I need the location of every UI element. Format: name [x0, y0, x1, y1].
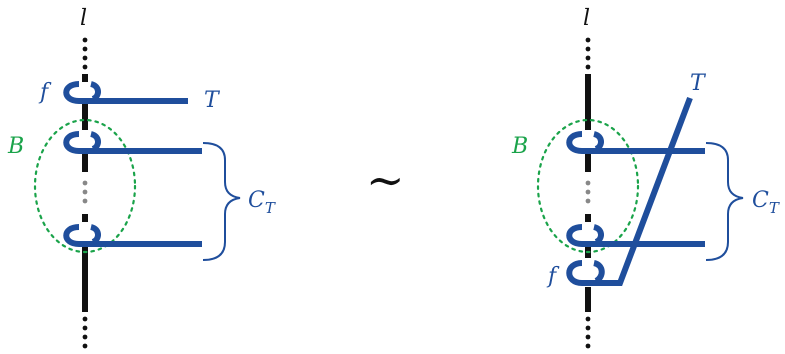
right-bottom-dots	[585, 316, 591, 349]
right-T-label: T	[690, 71, 707, 96]
left-f-label: f	[38, 80, 52, 105]
left-B-label: B	[7, 134, 24, 159]
right-CT-label: CT	[752, 188, 780, 217]
left-panel: l B	[7, 6, 276, 349]
right-middle-dots	[585, 180, 591, 204]
right-line-label: l	[583, 6, 590, 31]
right-brace	[705, 142, 744, 261]
equivalence-symbol: ∼	[366, 153, 405, 207]
left-middle-dots	[82, 180, 88, 204]
left-T-label: T	[204, 88, 221, 113]
left-brace	[202, 142, 241, 261]
right-ball-B	[536, 118, 640, 254]
left-ball-B	[33, 118, 137, 254]
left-clasper-f	[63, 81, 188, 104]
right-clasper-top	[566, 131, 705, 154]
right-top-dots	[585, 37, 591, 70]
right-panel: l B	[511, 6, 780, 349]
left-clasper-top	[63, 131, 202, 154]
left-top-dots	[82, 37, 88, 70]
left-CT-label: CT	[248, 188, 276, 217]
left-clasper-bottom	[63, 224, 202, 247]
right-B-label: B	[511, 134, 528, 159]
right-clasper-bottom	[566, 224, 705, 247]
left-bottom-dots	[82, 316, 88, 349]
right-f-label: f	[546, 264, 560, 289]
right-clasper-f	[566, 96, 693, 286]
left-line-label: l	[80, 6, 87, 31]
